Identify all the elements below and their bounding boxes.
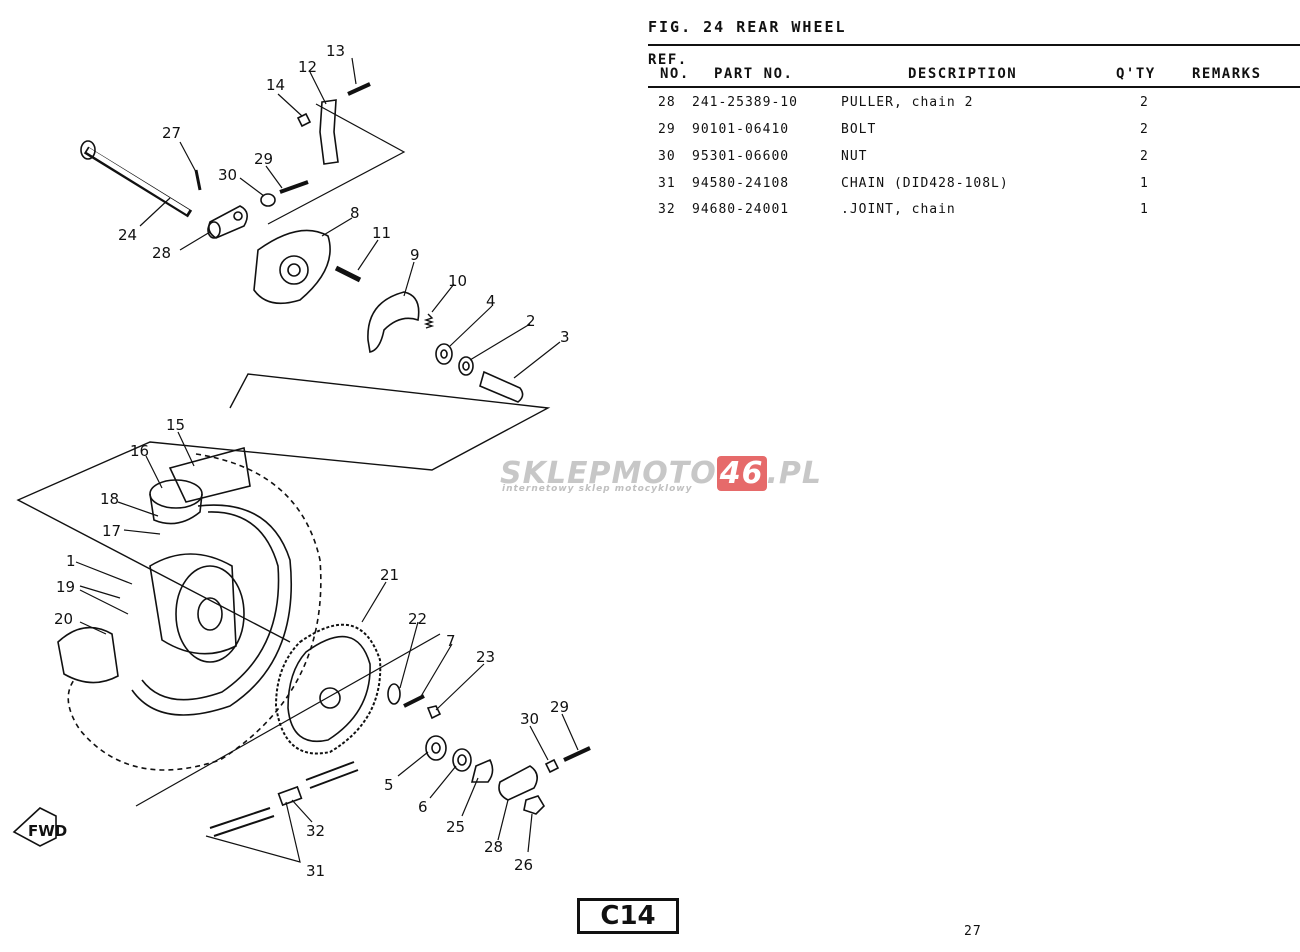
callout-30b: 30	[520, 710, 539, 728]
part-description: NUT	[841, 149, 868, 164]
callout-25: 25	[446, 818, 465, 836]
callout-5: 5	[384, 776, 394, 794]
callout-27: 27	[162, 124, 181, 142]
figure-title: FIG. 24 REAR WHEEL	[648, 18, 847, 36]
part-number: 94680-24001	[692, 202, 790, 217]
callout-14: 14	[266, 76, 285, 94]
callout-12: 12	[298, 58, 317, 76]
callout-29: 29	[254, 150, 273, 168]
part-description: .JOINT, chain	[841, 202, 956, 217]
callout-28b: 28	[484, 838, 503, 856]
callout-7: 7	[446, 632, 456, 650]
rear-wheel-exploded-diagram: FWD	[12, 42, 591, 880]
callout-10: 10	[448, 272, 467, 290]
header-remarks: REMARKS	[1192, 66, 1262, 82]
callout-29b: 29	[550, 698, 569, 716]
table-row: 32 94680-24001 .JOINT, chain 1	[648, 202, 1300, 224]
callout-1: 1	[66, 552, 76, 570]
part-number: 94580-24108	[692, 176, 790, 191]
callout-13: 13	[326, 42, 345, 60]
table-row: 28 241-25389-10 PULLER, chain 2 2	[648, 95, 1300, 117]
callout-11: 11	[372, 224, 391, 242]
part-qty: 2	[1140, 149, 1149, 164]
table-row: 31 94580-24108 CHAIN (DID428-108L) 1	[648, 176, 1300, 198]
callout-19: 19	[56, 578, 75, 596]
page-number: 27	[964, 924, 982, 939]
callout-32: 32	[306, 822, 325, 840]
part-qty: 1	[1140, 202, 1149, 217]
ref-number: 28	[658, 95, 676, 110]
callout-31: 31	[306, 862, 325, 880]
fwd-arrow-icon: FWD	[12, 807, 67, 847]
callout-21: 21	[380, 566, 399, 584]
callout-20: 20	[54, 610, 73, 628]
callout-3: 3	[560, 328, 570, 346]
callout-9: 9	[410, 246, 420, 264]
part-description: BOLT	[841, 122, 877, 137]
table-row: 29 90101-06410 BOLT 2	[648, 122, 1300, 144]
header-bottom-rule	[648, 86, 1300, 88]
ref-number: 29	[658, 122, 676, 137]
axle-shape	[80, 140, 193, 218]
part-number: 90101-06410	[692, 122, 790, 137]
callout-4: 4	[486, 292, 496, 310]
part-number: 95301-06600	[692, 149, 790, 164]
watermark-tagline: internetowy sklep motocyklowy	[502, 484, 693, 494]
callout-6: 6	[418, 798, 428, 816]
part-description: PULLER, chain 2	[841, 95, 974, 110]
callout-23: 23	[476, 648, 495, 666]
part-number: 241-25389-10	[692, 95, 798, 110]
header-description: DESCRIPTION	[908, 66, 1018, 82]
sprocket-shape	[274, 623, 382, 755]
header-qty: Q'TY	[1116, 66, 1156, 82]
header-top-rule	[648, 44, 1300, 46]
callout-15: 15	[166, 416, 185, 434]
header-ref-line2: NO.	[660, 66, 690, 82]
ref-number: 31	[658, 176, 676, 191]
brake-panel-shape	[253, 229, 331, 305]
part-description: CHAIN (DID428-108L)	[841, 176, 1009, 191]
callout-2: 2	[526, 312, 536, 330]
callout-18: 18	[100, 490, 119, 508]
watermark-number: 46	[716, 456, 767, 491]
part-qty: 1	[1140, 176, 1149, 191]
callout-8: 8	[350, 204, 360, 222]
part-qty: 2	[1140, 95, 1149, 110]
ref-number: 30	[658, 149, 676, 164]
watermark-suffix: .PL	[766, 456, 823, 491]
watermark-prefix: SKLEPMOTO	[500, 456, 717, 491]
callout-24: 24	[118, 226, 137, 244]
wheel-shape	[67, 453, 322, 771]
callout-28: 28	[152, 244, 171, 262]
callout-26: 26	[514, 856, 533, 874]
page-code-box: C14	[577, 898, 679, 934]
table-row: 30 95301-06600 NUT 2	[648, 149, 1300, 171]
fwd-label: FWD	[28, 822, 67, 840]
callout-16: 16	[130, 442, 149, 460]
callout-30: 30	[218, 166, 237, 184]
callout-17: 17	[102, 522, 121, 540]
callout-22: 22	[408, 610, 427, 628]
header-part-no: PART NO.	[714, 66, 794, 82]
ref-number: 32	[658, 202, 676, 217]
chain-shape	[209, 761, 359, 837]
part-qty: 2	[1140, 122, 1149, 137]
header-ref-line1: REF.	[648, 52, 688, 68]
